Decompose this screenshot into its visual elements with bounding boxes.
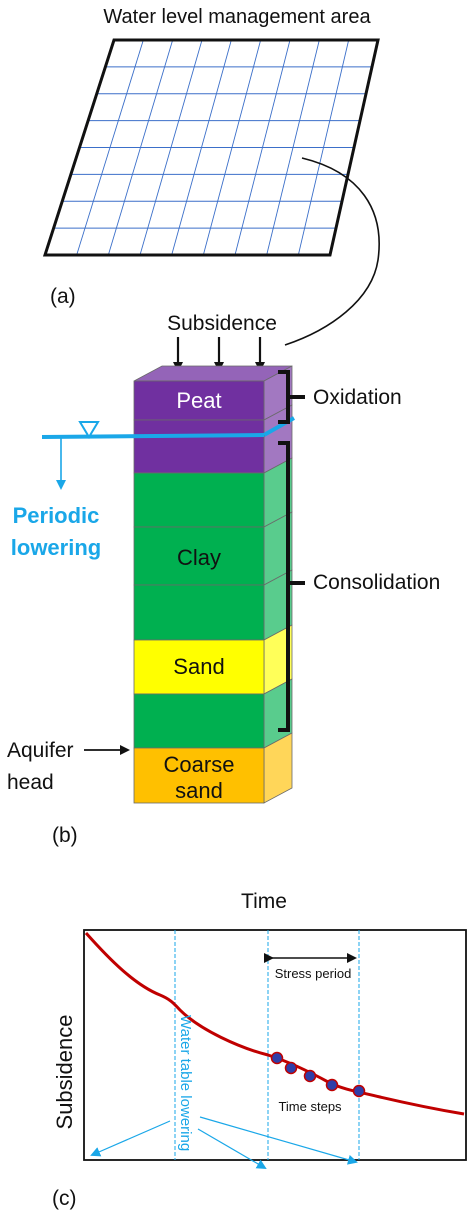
- connector-curve: [284, 157, 380, 346]
- lowering-arrow-1: [90, 1120, 171, 1157]
- oxidation-label: Oxidation: [313, 386, 402, 409]
- layer-clay: [133, 472, 265, 528]
- layer-clay: [133, 584, 265, 641]
- panel-a-title: Water level management area: [103, 6, 371, 28]
- layer-coarse-sand: [133, 747, 265, 804]
- layer-peat: [133, 380, 265, 421]
- water-table-lowering-label: Water table lowering: [177, 1015, 194, 1151]
- consolidation-bracket: [278, 441, 290, 732]
- layer-clay: [133, 693, 265, 749]
- stress-period-label: Stress period: [275, 966, 352, 981]
- time-label: Time: [241, 890, 287, 913]
- time-step-dot: [284, 1061, 298, 1075]
- time-step-dot: [325, 1078, 339, 1092]
- periodic-label-line1: Periodic: [13, 503, 100, 528]
- plot-frame: [83, 929, 467, 1161]
- peat-label: Peat: [176, 388, 221, 413]
- management-area-grid: [42, 38, 380, 257]
- subsidence-label: Subsidence: [167, 312, 277, 335]
- aquifer-label-line1: Aquifer: [7, 739, 74, 762]
- management-area-outline: [42, 38, 380, 257]
- lowering-arrow-2: [197, 1128, 267, 1170]
- periodic-label-line2: lowering: [11, 535, 101, 560]
- water-table-triangle-icon: [78, 421, 100, 439]
- sand-label: Sand: [173, 654, 224, 679]
- consolidation-label: Consolidation: [313, 571, 440, 594]
- aquifer-label-line2: head: [7, 771, 54, 794]
- panel-c-label: (c): [52, 1187, 77, 1210]
- time-step-dot: [352, 1084, 366, 1098]
- water-level-line: [41, 433, 265, 439]
- layer-sand: [133, 639, 265, 695]
- time-steps-label: Time steps: [278, 1099, 342, 1114]
- subsidence-axis-label: Subsidence: [52, 1015, 77, 1130]
- layer-peat: [133, 419, 265, 474]
- time-step-dot: [303, 1069, 317, 1083]
- subsidence-curve: [84, 932, 465, 1116]
- panel-b-label: (b): [52, 824, 78, 847]
- time-step-dot: [270, 1051, 284, 1065]
- clay-label: Clay: [177, 545, 221, 570]
- coarse-sand-label-line2: sand: [175, 778, 223, 803]
- lowering-arrow-3: [199, 1116, 358, 1165]
- panel-a-label: (a): [50, 285, 76, 308]
- coarse-sand-label-line1: Coarse: [164, 752, 235, 777]
